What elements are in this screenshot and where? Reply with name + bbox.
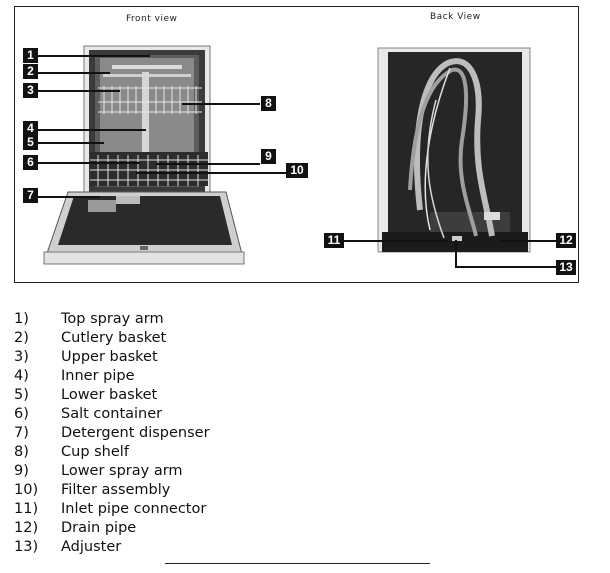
leader-line-2 <box>38 72 110 74</box>
legend-item: 8) Cup shelf <box>14 443 210 462</box>
leader-line-4 <box>38 129 146 131</box>
legend-label: Filter assembly <box>61 482 171 498</box>
callout-8: 8 <box>261 96 276 111</box>
leader-line-8 <box>182 103 260 105</box>
legend-item: 12) Drain pipe <box>14 519 210 538</box>
legend-item: 4) Inner pipe <box>14 367 210 386</box>
back-view-title: Back View <box>430 12 481 22</box>
legend-item: 9) Lower spray arm <box>14 462 210 481</box>
legend-label: Adjuster <box>61 539 122 555</box>
legend-item: 5) Lower basket <box>14 386 210 405</box>
legend-item: 6) Salt container <box>14 405 210 424</box>
legend-number: 13) <box>14 539 39 555</box>
legend-number: 7) <box>14 425 29 441</box>
leader-line-13 <box>455 266 556 268</box>
leader-line-13-vertical <box>455 240 457 268</box>
leader-line-7 <box>38 196 100 198</box>
front-view-title: Front view <box>126 14 178 24</box>
bottom-divider <box>165 563 430 564</box>
leader-line-1 <box>38 55 150 57</box>
legend-label: Top spray arm <box>61 311 164 327</box>
leader-line-9 <box>156 163 260 165</box>
legend-number: 9) <box>14 463 29 479</box>
legend-number: 6) <box>14 406 29 422</box>
callout-11: 11 <box>324 233 344 248</box>
legend-label: Upper basket <box>61 349 158 365</box>
back-view-illustration <box>377 47 531 253</box>
leader-line-6 <box>38 162 140 164</box>
legend-number: 3) <box>14 349 29 365</box>
legend-label: Inlet pipe connector <box>61 501 207 517</box>
legend-number: 2) <box>14 330 29 346</box>
legend-label: Detergent dispenser <box>61 425 210 441</box>
callout-4: 4 <box>23 121 38 136</box>
legend-item: 2) Cutlery basket <box>14 329 210 348</box>
callout-9: 9 <box>261 149 276 164</box>
callout-7: 7 <box>23 188 38 203</box>
legend-number: 11) <box>14 501 39 517</box>
front-view-illustration <box>43 45 245 265</box>
callout-12: 12 <box>556 233 576 248</box>
callout-2: 2 <box>23 64 38 79</box>
legend-label: Lower basket <box>61 387 158 403</box>
legend-number: 10) <box>14 482 39 498</box>
callout-5: 5 <box>23 135 38 150</box>
legend-number: 4) <box>14 368 29 384</box>
leader-line-5 <box>38 142 104 144</box>
legend-item: 13) Adjuster <box>14 538 210 557</box>
parts-legend: 1) Top spray arm 2) Cutlery basket 3) Upper… <box>14 310 210 557</box>
legend-label: Lower spray arm <box>61 463 183 479</box>
legend-label: Salt container <box>61 406 163 422</box>
legend-item: 10) Filter assembly <box>14 481 210 500</box>
legend-item: 7) Detergent dispenser <box>14 424 210 443</box>
leader-line-3 <box>38 90 120 92</box>
legend-label: Inner pipe <box>61 368 135 384</box>
callout-6: 6 <box>23 155 38 170</box>
legend-item: 11) Inlet pipe connector <box>14 500 210 519</box>
legend-number: 12) <box>14 520 39 536</box>
legend-item: 3) Upper basket <box>14 348 210 367</box>
legend-number: 1) <box>14 311 29 327</box>
callout-13: 13 <box>556 260 576 275</box>
legend-number: 5) <box>14 387 29 403</box>
callout-10: 10 <box>286 163 308 178</box>
leader-line-11 <box>344 240 448 242</box>
callout-1: 1 <box>23 48 38 63</box>
legend-number: 8) <box>14 444 29 460</box>
legend-label: Drain pipe <box>61 520 137 536</box>
callout-3: 3 <box>23 83 38 98</box>
leader-line-12 <box>500 240 556 242</box>
legend-item: 1) Top spray arm <box>14 310 210 329</box>
leader-line-10 <box>136 172 286 174</box>
legend-label: Cutlery basket <box>61 330 167 346</box>
legend-label: Cup shelf <box>61 444 129 460</box>
